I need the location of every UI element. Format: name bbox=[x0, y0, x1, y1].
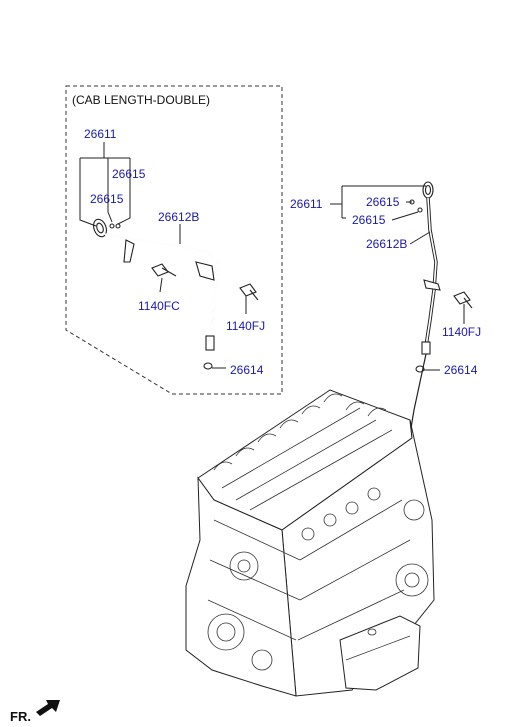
variant-box: (CAB LENGTH-DOUBLE) bbox=[65, 85, 283, 395]
variant-box-title: (CAB LENGTH-DOUBLE) bbox=[72, 93, 210, 107]
box-label-26615-b: 26615 bbox=[90, 192, 124, 206]
engine-block-illustration bbox=[185, 389, 435, 697]
box-label-1140fc: 1140FC bbox=[138, 299, 180, 313]
bolt-1140fj-icon bbox=[239, 283, 259, 301]
box-leader-lines bbox=[79, 142, 247, 369]
main-leader-lines bbox=[330, 185, 465, 371]
main-label-26615-a: 26615 bbox=[366, 195, 400, 209]
box-dipstick-assembly bbox=[93, 218, 259, 370]
fr-label: FR. bbox=[10, 709, 31, 724]
bolt-main-1140fj-icon bbox=[453, 291, 473, 309]
box-label-1140fj: 1140FJ bbox=[226, 319, 265, 333]
front-arrow-icon bbox=[36, 700, 60, 716]
main-label-26611: 26611 bbox=[290, 197, 323, 211]
box-label-26614: 26614 bbox=[230, 363, 264, 377]
bolt-1140fc-icon bbox=[151, 263, 177, 277]
main-label-1140fj: 1140FJ bbox=[442, 325, 481, 339]
main-label-26614: 26614 bbox=[444, 363, 478, 377]
box-label-26612b: 26612B bbox=[158, 210, 199, 224]
box-label-26611: 26611 bbox=[84, 127, 117, 141]
box-label-26615-a: 26615 bbox=[112, 167, 146, 181]
orientation-indicator: FR. bbox=[10, 700, 60, 724]
main-label-26612b: 26612B bbox=[366, 237, 407, 251]
main-label-26615-b: 26615 bbox=[352, 213, 386, 227]
